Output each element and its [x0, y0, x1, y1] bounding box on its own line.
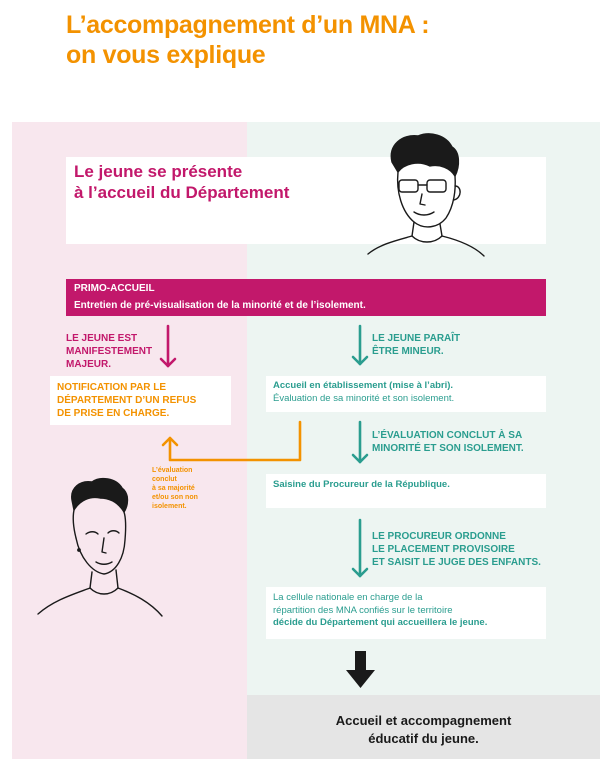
cellule-line: décide du Département qui accueillera le… [273, 617, 488, 628]
label-line: MAJEUR. [66, 359, 112, 370]
final-line: éducatif du jeune. [368, 731, 479, 746]
intro-line-1: Le jeune se présente [74, 162, 243, 181]
accueil-box [266, 376, 546, 412]
notification-line: DÉPARTEMENT D’UN REFUS [57, 395, 197, 406]
notification-box [50, 376, 231, 425]
intro-line-2: à l’accueil du Département [74, 183, 290, 202]
accueil-text: Accueil en établissement (mise à l’abri)… [273, 380, 454, 405]
label-line: MINORITÉ ET SON ISOLEMENT. [372, 443, 524, 454]
saisine-text: Saisine du Procureur de la République. [273, 479, 450, 490]
accueil-line: Évaluation de sa minorité et son isoleme… [273, 392, 455, 404]
label-line: LE PROCUREUR ORDONNE [372, 531, 506, 542]
cellule-line: répartition des MNA confiés sur le terri… [273, 604, 453, 616]
intro-text: Le jeune se présente à l’accueil du Dépa… [74, 161, 289, 203]
label-procureur: LE PROCUREUR ORDONNE LE PLACEMENT PROVIS… [372, 530, 541, 569]
evaluation-majority-note: L’évaluation conclut à sa majorité et/ou… [152, 466, 198, 511]
notification-line: DE PRISE EN CHARGE. [57, 408, 170, 419]
note-line: conclut [152, 476, 177, 483]
final-step-background [247, 695, 600, 759]
final-step-text: Accueil et accompagnement éducatif du je… [247, 712, 600, 748]
primo-accueil-banner [66, 279, 546, 316]
note-line: isolement. [152, 503, 187, 510]
title-line-1: L’accompagnement d’un MNA : [66, 11, 430, 39]
label-line: LE PLACEMENT PROVISOIRE [372, 544, 515, 555]
accueil-line: Accueil en établissement (mise à l’abri)… [273, 380, 454, 391]
cellule-text: La cellule nationale en charge de la rép… [273, 592, 487, 630]
label-line: L’ÉVALUATION CONCLUT À SA [372, 430, 523, 441]
label-line: LE JEUNE EST [66, 333, 138, 344]
primo-accueil-text: Entretien de pré-visualisation de la min… [74, 300, 366, 311]
label-line: LE JEUNE PARAÎT [372, 333, 461, 344]
note-line: à sa majorité [152, 485, 195, 492]
label-evaluation-minor: L’ÉVALUATION CONCLUT À SA MINORITÉ ET SO… [372, 429, 524, 455]
intro-box [66, 157, 546, 244]
label-line: MANIFESTEMENT [66, 346, 153, 357]
notification-text: NOTIFICATION PAR LE DÉPARTEMENT D’UN REF… [57, 381, 196, 420]
label-line: ÊTRE MINEUR. [372, 346, 444, 357]
cellule-box [266, 587, 546, 639]
label-appears-minor: LE JEUNE PARAÎT ÊTRE MINEUR. [372, 332, 460, 358]
note-line: et/ou son non [152, 494, 198, 501]
primo-accueil-title: PRIMO-ACCUEIL [74, 283, 155, 294]
notification-line: NOTIFICATION PAR LE [57, 382, 167, 393]
label-line: ET SAISIT LE JUGE DES ENFANTS. [372, 557, 541, 568]
label-manifestly-adult: LE JEUNE EST MANIFESTEMENT MAJEUR. [66, 332, 152, 371]
saisine-box [266, 474, 546, 508]
final-line: Accueil et accompagnement [335, 713, 512, 728]
note-line: L’évaluation [152, 467, 193, 474]
page-title: L’accompagnement d’un MNA : on vous expl… [66, 10, 430, 70]
title-line-2: on vous explique [66, 41, 266, 69]
cellule-line: La cellule nationale en charge de la [273, 592, 423, 603]
